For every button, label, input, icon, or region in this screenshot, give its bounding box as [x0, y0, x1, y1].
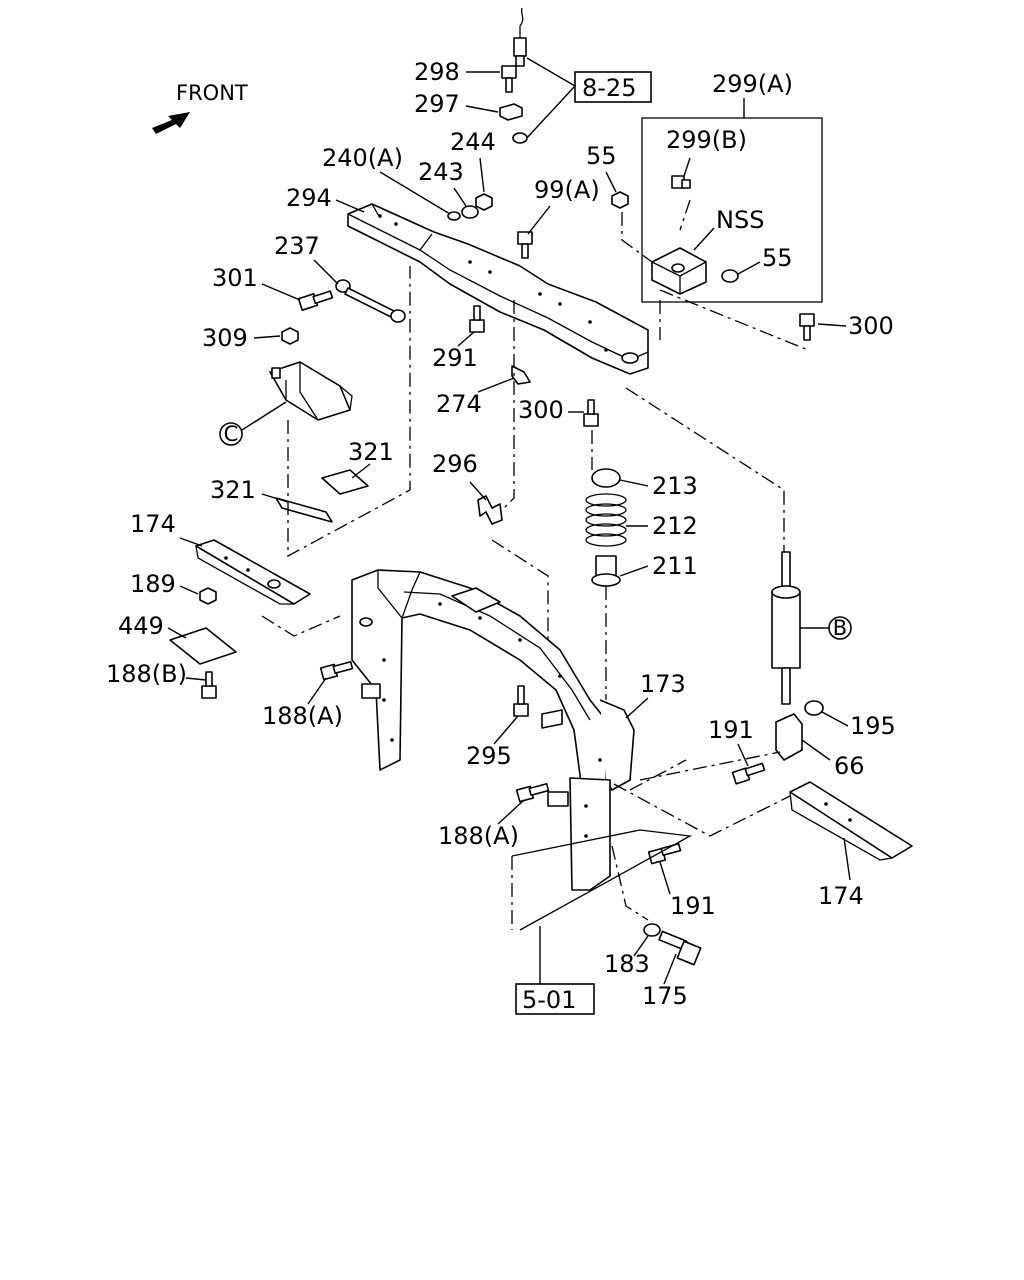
callout-300-right[interactable]: 300 [848, 312, 894, 340]
callout-244[interactable]: 244 [450, 128, 496, 156]
callout-294[interactable]: 294 [286, 184, 332, 212]
callout-212[interactable]: 212 [652, 512, 698, 540]
shock-absorber [771, 551, 801, 705]
frame-arch-173 [351, 569, 635, 891]
callout-55-b[interactable]: 55 [762, 244, 793, 272]
nut-244 [475, 193, 493, 211]
callout-301[interactable]: 301 [212, 264, 258, 292]
sensor-module [269, 361, 353, 421]
seat-213 [591, 468, 621, 488]
callout-298[interactable]: 298 [414, 58, 460, 86]
group-label-299b: 299(B) [666, 126, 747, 154]
callout-296[interactable]: 296 [432, 450, 478, 478]
bolt-188a-center [515, 783, 550, 803]
bolt-191-upper [731, 762, 766, 785]
bolt-291 [469, 305, 485, 333]
callout-66[interactable]: 66 [834, 752, 865, 780]
ref-box-8-25[interactable]: 8-25 [574, 71, 652, 103]
washer-183 [643, 923, 661, 937]
plate-321-lower [275, 497, 333, 523]
callout-237[interactable]: 237 [274, 232, 320, 260]
callout-188a-center[interactable]: 188(A) [438, 822, 519, 850]
svg-text:8-25: 8-25 [582, 74, 636, 102]
clip-296 [477, 495, 503, 525]
washer-195 [804, 700, 824, 716]
rod-237 [335, 279, 406, 323]
bolt-300-right [799, 313, 815, 341]
front-label: FRONT [176, 81, 248, 105]
callout-191-upper[interactable]: 191 [708, 716, 754, 744]
callout-183[interactable]: 183 [604, 950, 650, 978]
nut-189 [199, 587, 217, 605]
svg-text:5-01: 5-01 [522, 986, 576, 1014]
callout-274[interactable]: 274 [436, 390, 482, 418]
bolt-175 [658, 930, 702, 966]
callout-55-a[interactable]: 55 [586, 142, 617, 170]
plate-449 [169, 627, 237, 665]
bolt-188b [201, 671, 217, 699]
bracket-66 [775, 713, 803, 761]
circle-ref-c-label: C [224, 422, 239, 446]
bolt-301 [297, 290, 334, 311]
callout-309[interactable]: 309 [202, 324, 248, 352]
callout-211[interactable]: 211 [652, 552, 698, 580]
callout-175[interactable]: 175 [642, 982, 688, 1010]
callout-449[interactable]: 449 [118, 612, 164, 640]
clip-297 [499, 103, 523, 121]
washer-55 [721, 269, 739, 283]
bolt-99a [517, 231, 533, 259]
callout-321-lower[interactable]: 321 [210, 476, 256, 504]
callout-243[interactable]: 243 [418, 158, 464, 186]
callout-213[interactable]: 213 [652, 472, 698, 500]
sensor-part [512, 7, 528, 144]
circle-ref-c[interactable] [219, 422, 243, 446]
callout-321-upper[interactable]: 321 [348, 438, 394, 466]
callout-300-center[interactable]: 300 [518, 396, 564, 424]
callout-191-lower[interactable]: 191 [670, 892, 716, 920]
bolt-300-center [583, 399, 599, 427]
bolt-191-lower [647, 843, 682, 865]
callout-295[interactable]: 295 [466, 742, 512, 770]
callout-174-right[interactable]: 174 [818, 882, 864, 910]
spring-212 [585, 493, 627, 547]
bracket-nss [651, 247, 707, 295]
bolt-299b [671, 175, 691, 189]
callout-195[interactable]: 195 [850, 712, 896, 740]
washer-243 [461, 205, 479, 219]
bracket-174-right [789, 781, 913, 861]
bolt-188a-left [319, 661, 354, 681]
callout-297[interactable]: 297 [414, 90, 460, 118]
bumper-211 [591, 555, 621, 587]
ref-box-5-01[interactable]: 5-01 [515, 983, 595, 1015]
callout-188a-left[interactable]: 188(A) [262, 702, 343, 730]
cross-member-294 [347, 203, 649, 375]
plate-321-upper [321, 469, 369, 495]
nut-309 [281, 327, 299, 345]
group-label-299a: 299(A) [712, 70, 793, 98]
callout-174-left[interactable]: 174 [130, 510, 176, 538]
callout-188b[interactable]: 188(B) [106, 660, 187, 688]
group-label-nss: NSS [716, 206, 764, 234]
group-box-299a [641, 117, 823, 303]
callout-99a[interactable]: 99(A) [534, 176, 600, 204]
nut-55 [611, 191, 629, 209]
front-arrow-icon [152, 112, 190, 134]
circle-ref-b-label: B [833, 616, 847, 640]
callout-240a[interactable]: 240(A) [322, 144, 403, 172]
chassis-rail [511, 829, 693, 931]
callout-291[interactable]: 291 [432, 344, 478, 372]
bolt-298 [501, 65, 517, 93]
bracket-174-left [195, 539, 311, 605]
bolt-295 [513, 685, 529, 717]
callout-189[interactable]: 189 [130, 570, 176, 598]
callout-173[interactable]: 173 [640, 670, 686, 698]
clip-274 [511, 365, 531, 385]
